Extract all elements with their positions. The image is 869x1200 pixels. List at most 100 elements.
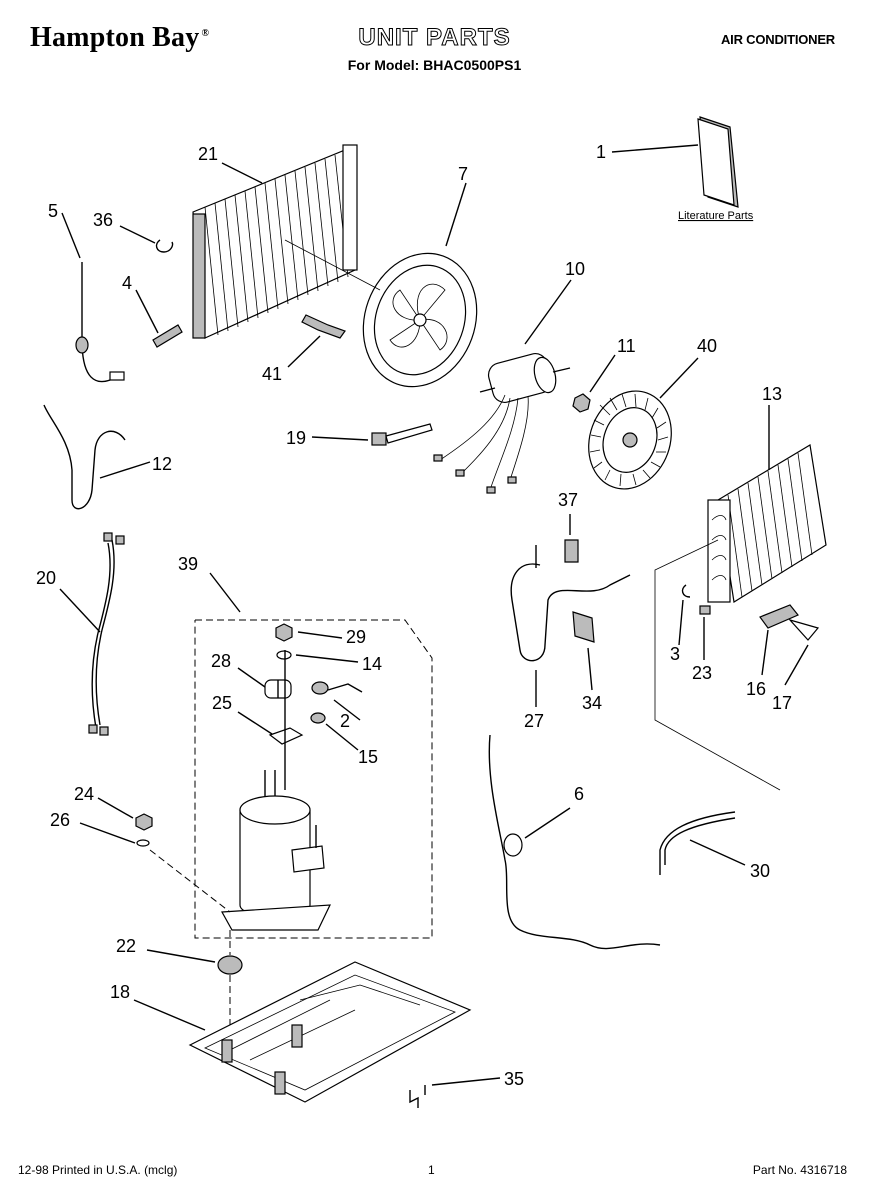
clip-36: [155, 239, 174, 253]
leader-3: [678, 599, 684, 646]
leader-26: [79, 822, 136, 844]
leader-40: [659, 357, 699, 399]
overload-cover: [264, 679, 292, 699]
overload-protector: [311, 681, 363, 695]
leader-29: [297, 631, 343, 639]
leader-12: [99, 461, 151, 479]
leader-15: [325, 723, 359, 751]
callout-15: 15: [358, 747, 378, 767]
leader-30: [689, 839, 746, 866]
leader-4: [135, 289, 159, 334]
leader-18: [133, 999, 206, 1031]
leader-36: [119, 225, 156, 244]
callout-36: 36: [93, 210, 113, 230]
assembly-line-right: [654, 539, 781, 791]
capillary-tube: [75, 262, 125, 383]
blower-wheel: [588, 390, 672, 490]
callout-18: 18: [110, 982, 130, 1002]
callout-23: 23: [692, 663, 712, 683]
page-title: UNIT PARTS: [358, 24, 511, 52]
assembly-line: [284, 239, 381, 291]
callout-6: 6: [574, 784, 584, 804]
model-subtitle: For Model: BHAC0500PS1: [347, 57, 522, 73]
callout-16: 16: [746, 679, 766, 699]
part-23: [699, 605, 711, 615]
leader-39: [209, 572, 241, 613]
callout-12: 12: [152, 454, 172, 474]
callout-7: 7: [458, 164, 468, 184]
fan-nut: [572, 393, 591, 413]
compressor-grommet: [217, 930, 243, 1040]
fan-motor: [433, 353, 571, 494]
brand-name: Hampton Bay: [30, 22, 200, 53]
leader-17: [784, 644, 809, 686]
callout-11: 11: [617, 336, 636, 356]
callout-37: 37: [558, 490, 578, 510]
mount-nut-24: [135, 813, 153, 831]
callout-30: 30: [750, 861, 770, 881]
cable-tie: [371, 423, 433, 446]
callout-10: 10: [565, 259, 585, 279]
compressor: [221, 650, 331, 931]
leader-24: [97, 797, 134, 819]
callout-25: 25: [212, 693, 232, 713]
brand-logo: Hampton Bay®: [30, 22, 209, 54]
air-deflector: [759, 604, 799, 629]
callout-35: 35: [504, 1069, 524, 1089]
condenser-coil: [192, 144, 358, 339]
discharge-tube: [659, 811, 736, 875]
callout-1: 1: [596, 142, 606, 162]
literature-booklet: [697, 116, 739, 208]
leader-7: [445, 182, 467, 247]
callout-26: 26: [50, 810, 70, 830]
print-info: 12-98 Printed in U.S.A. (mclg): [18, 1163, 178, 1177]
callout-3: 3: [670, 644, 680, 664]
callout-28: 28: [211, 651, 231, 671]
leader-28: [237, 667, 266, 688]
leader-21: [221, 162, 263, 184]
callout-29: 29: [346, 627, 366, 647]
mounting-clip: [301, 314, 346, 339]
callout-27: 27: [524, 711, 544, 731]
callout-21: 21: [198, 144, 218, 164]
callout-24: 24: [74, 784, 94, 804]
part-number: Part No. 4316718: [752, 1163, 847, 1177]
thermostat-bracket: [564, 539, 579, 563]
callout-13: 13: [762, 384, 782, 404]
assembly-line-24: [149, 849, 231, 913]
callout-40: 40: [697, 336, 717, 356]
leader-14: [295, 654, 359, 663]
callout-20: 20: [36, 568, 56, 588]
leader-22: [146, 949, 216, 963]
terminal-nut: [275, 623, 293, 642]
leader-19: [311, 436, 369, 441]
callout-5: 5: [48, 201, 58, 221]
deflector-arrow: [788, 618, 820, 641]
leader-25: [237, 711, 273, 735]
callout-17: 17: [772, 693, 792, 713]
callout-34: 34: [582, 693, 602, 713]
evaporator-coil: [707, 444, 827, 603]
clip-3: [681, 584, 691, 598]
page-number: 1: [428, 1163, 435, 1177]
callout-39: 39: [178, 554, 198, 574]
leader-41: [287, 335, 321, 368]
fan-shroud: [362, 252, 478, 388]
callout-19: 19: [286, 428, 306, 448]
thermistor: [152, 324, 183, 348]
callout-22: 22: [116, 936, 136, 956]
terminal-plate: [268, 727, 304, 745]
callout-14: 14: [362, 654, 382, 674]
base-pan: [188, 961, 472, 1103]
leader-11: [589, 354, 616, 393]
leader-34: [587, 647, 593, 691]
grommet-15: [310, 712, 326, 724]
suction-tube: [510, 545, 631, 662]
registered-mark: ®: [201, 27, 210, 39]
callout-4: 4: [122, 273, 132, 293]
leader-10: [524, 279, 572, 345]
leader-5: [61, 212, 81, 259]
leader-35: [431, 1077, 501, 1086]
product-category: AIR CONDITIONER: [720, 32, 835, 47]
